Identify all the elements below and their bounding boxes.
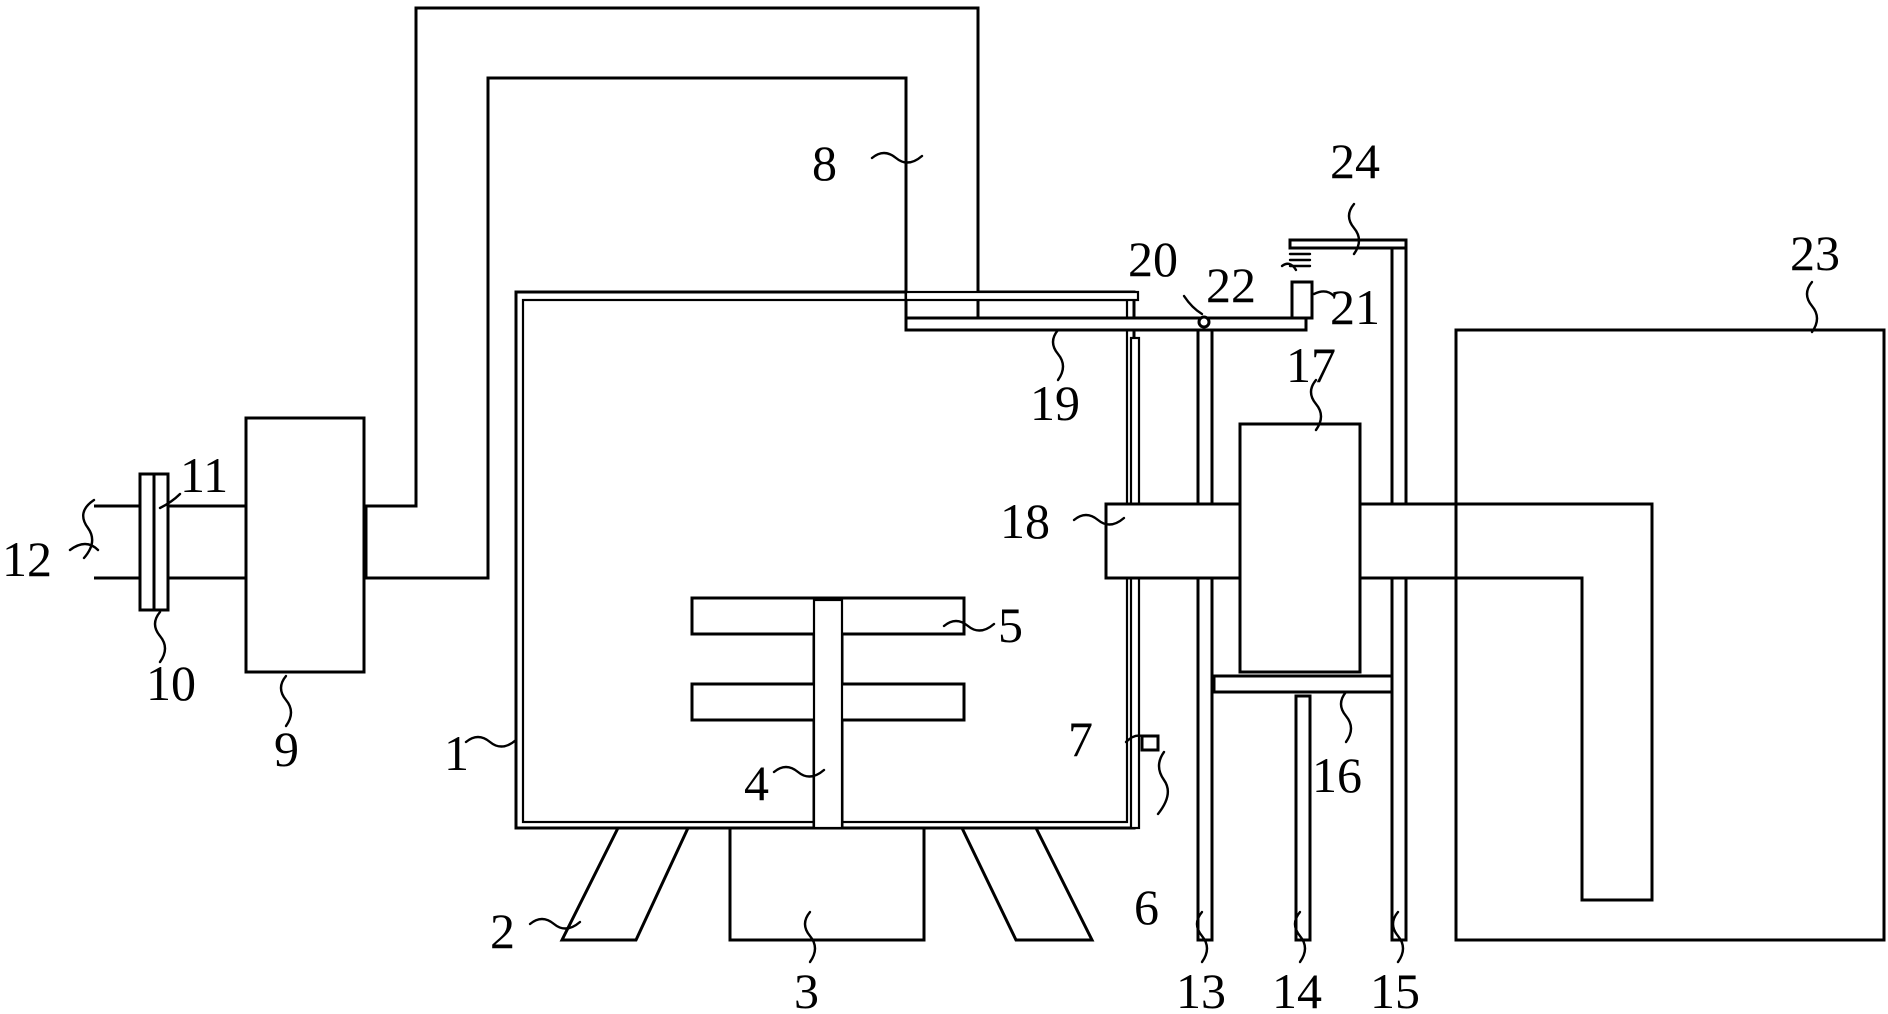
- label-2: 2: [490, 903, 515, 959]
- label-14: 14: [1272, 963, 1322, 1014]
- inlet-pipe: [94, 504, 246, 580]
- top-bracket: [1288, 238, 1408, 250]
- collection-box: [1454, 328, 1886, 942]
- motor-base: [728, 826, 926, 942]
- small-cylinder: [1290, 280, 1314, 320]
- support-leg-left: [559, 826, 691, 942]
- shaft-overlay: [812, 598, 844, 830]
- tank-lid-strip: [904, 290, 1140, 302]
- level-sensor: [1140, 734, 1160, 752]
- flange-gasket: [152, 472, 170, 612]
- leader-lines: [68, 151, 1819, 964]
- label-22: 22: [1206, 257, 1256, 313]
- label-9: 9: [274, 721, 299, 777]
- label-20: 20: [1128, 231, 1178, 287]
- label-17: 17: [1286, 337, 1336, 393]
- filter-box: [244, 416, 366, 674]
- label-7: 7: [1068, 711, 1093, 767]
- label-6: 6: [1134, 879, 1159, 935]
- lift-rod-middle: [1294, 694, 1312, 942]
- label-13: 13: [1176, 963, 1226, 1014]
- label-12: 12: [2, 531, 52, 587]
- support-leg-right: [959, 826, 1095, 942]
- label-18: 18: [1000, 493, 1050, 549]
- label-23: 23: [1790, 225, 1840, 281]
- label-16: 16: [1312, 747, 1362, 803]
- spring-assembly: [1288, 246, 1312, 268]
- cross-bar: [1212, 674, 1394, 694]
- hinge-pin: [1197, 315, 1211, 329]
- label-5: 5: [998, 597, 1023, 653]
- label-24: 24: [1330, 133, 1380, 189]
- label-21: 21: [1330, 279, 1380, 335]
- label-15: 15: [1370, 963, 1420, 1014]
- connecting-plate: [904, 316, 1308, 332]
- lift-rod-left: [1196, 328, 1214, 942]
- separator-chamber: [1238, 422, 1362, 674]
- guide-rod: [1129, 336, 1141, 830]
- label-3: 3: [794, 963, 819, 1014]
- label-11: 11: [180, 447, 228, 503]
- collector-inner-duct: [1454, 502, 1654, 902]
- label-8: 8: [812, 135, 837, 191]
- label-19: 19: [1030, 375, 1080, 431]
- lift-rod-right: [1390, 238, 1408, 942]
- label-10: 10: [146, 655, 196, 711]
- flange-plate: [138, 472, 156, 612]
- label-4: 4: [744, 755, 769, 811]
- label-1: 1: [444, 725, 469, 781]
